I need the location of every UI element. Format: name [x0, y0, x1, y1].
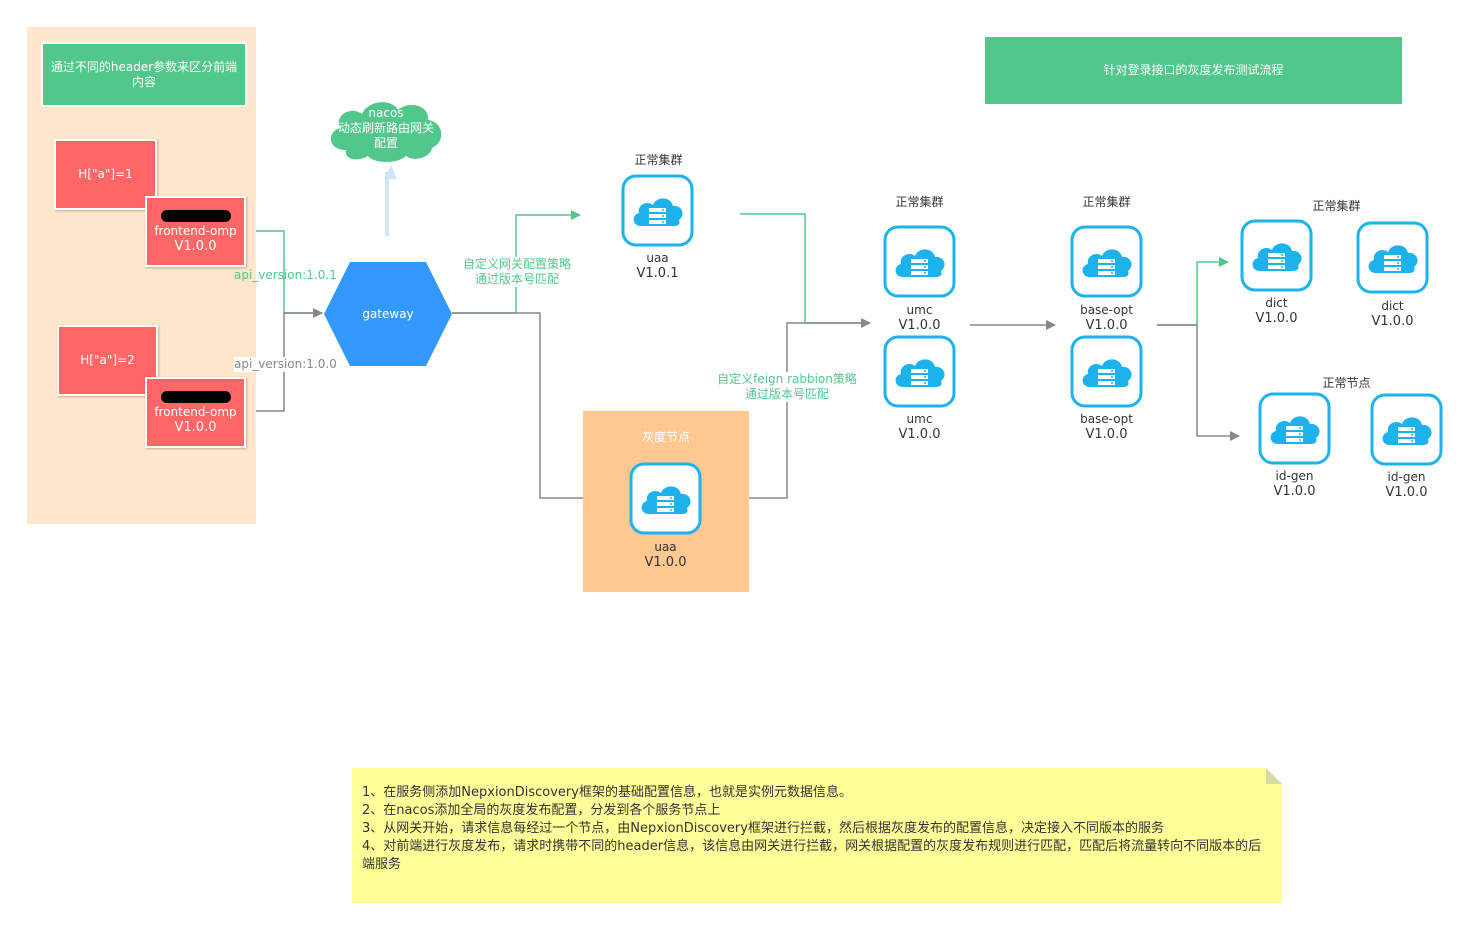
nacos-label-line3: 配置: [373, 136, 398, 150]
note-line-3: 3、从网关开始，请求信息每经过一个节点，由NepxionDiscovery框架进…: [362, 821, 1164, 836]
header-box-2: H["a"]=2: [57, 325, 158, 396]
umc-cluster-title: 正常集群: [895, 195, 944, 209]
note-line-2: 2、在nacos添加全局的灰度发布配置，分发到各个服务节点上: [362, 803, 721, 818]
id-gen-node-2: [1370, 393, 1443, 466]
id-gen-node-2-version: V1.0.0: [1385, 485, 1428, 500]
base-opt-node-2: [1070, 335, 1143, 408]
note-line-4: 4、对前端进行灰度发布，请求时携带不同的header信息，该信息由网关进行拦截，…: [362, 839, 1262, 872]
flow-title: 针对登录接口的灰度发布测试流程: [985, 37, 1402, 104]
uaa-v100-node: [629, 462, 702, 535]
redaction-mark: [160, 209, 231, 222]
gateway-policy-line2: 通过版本号匹配: [474, 272, 559, 286]
header-box-1-label: H["a"]=1: [78, 167, 133, 181]
base-opt-node-1: [1070, 225, 1143, 298]
client-panel-title: 通过不同的header参数来区分前端内容: [41, 42, 247, 107]
umc-node-1-name: umc: [906, 303, 933, 317]
dict-node-1-version: V1.0.0: [1255, 311, 1298, 326]
base-opt-node-2-version: V1.0.0: [1085, 427, 1128, 442]
id-gen-node-1: [1258, 392, 1331, 465]
gateway-node: gateway: [323, 261, 453, 367]
header-box-2-label: H["a"]=2: [80, 353, 135, 367]
cloud-server-icon: [883, 225, 956, 298]
dict-node-1: [1240, 219, 1313, 292]
hexagon-icon: [324, 262, 452, 366]
frontend-box-1-app: frontend-omp: [154, 223, 237, 238]
id-gen-node-1-name: id-gen: [1275, 469, 1314, 483]
base-opt-node-2-name: base-opt: [1080, 412, 1133, 426]
feign-policy-line1: 自定义feign rabbion策略: [717, 372, 857, 386]
dict-node-1-name: dict: [1265, 296, 1288, 310]
base-opt-node-1-name: base-opt: [1080, 303, 1133, 317]
uaa-v101-node: [621, 174, 694, 247]
uaa-normal-cluster-title: 正常集群: [634, 153, 683, 167]
edge-uaa-normal-umc: [740, 213, 870, 324]
dict-cluster-title: 正常集群: [1312, 199, 1361, 213]
id-gen-cluster-title: 正常节点: [1322, 376, 1371, 390]
umc-node-2-name: umc: [906, 412, 933, 426]
flow-title-text: 针对登录接口的灰度发布测试流程: [1103, 63, 1284, 77]
nacos-cloud: nacos 动态刷新路由网关 配置: [322, 92, 450, 164]
cloud-server-icon: [883, 335, 956, 408]
gateway-policy-label: 自定义网关配置策略 通过版本号匹配: [455, 257, 579, 287]
dict-node-2-name: dict: [1381, 299, 1404, 313]
note-line-1: 1、在服务侧添加NepxionDiscovery框架的基础配置信息，也就是实例元…: [362, 785, 852, 800]
uaa-v100-name: uaa: [654, 540, 677, 554]
api-version-label-2: api_version:1.0.0: [234, 357, 337, 372]
base-opt-node-1-version: V1.0.0: [1085, 318, 1128, 333]
umc-node-1-version: V1.0.0: [898, 318, 941, 333]
api-version-label-1: api_version:1.0.1: [234, 268, 337, 282]
dict-node-2: [1356, 221, 1429, 294]
uaa-v100-version: V1.0.0: [644, 555, 687, 570]
nacos-label-line1: nacos: [368, 106, 404, 120]
gateway-policy-line1: 自定义网关配置策略: [462, 257, 571, 271]
cloud-server-icon: [1070, 225, 1143, 298]
nacos-label: nacos 动态刷新路由网关 配置: [322, 106, 450, 151]
frontend-box-2: frontend-omp V1.0.0: [145, 377, 246, 448]
base-opt-cluster-title: 正常集群: [1082, 195, 1131, 209]
explanation-note: 1、在服务侧添加NepxionDiscovery框架的基础配置信息，也就是实例元…: [352, 768, 1282, 903]
cloud-server-icon: [1370, 393, 1443, 466]
frontend-box-2-app: frontend-omp: [154, 404, 237, 419]
cloud-server-icon: [1240, 219, 1313, 292]
id-gen-node-2-name: id-gen: [1387, 470, 1426, 484]
gateway-label: gateway: [362, 307, 414, 321]
gray-node-title: 灰度节点: [641, 430, 690, 444]
feign-policy-label: 自定义feign rabbion策略 通过版本号匹配: [712, 372, 862, 402]
redaction-mark: [160, 390, 231, 403]
frontend-box-1: frontend-omp V1.0.0: [145, 196, 246, 267]
uaa-v101-name: uaa: [646, 251, 669, 265]
cloud-server-icon: [621, 174, 694, 247]
cloud-server-icon: [629, 462, 702, 535]
header-box-1: H["a"]=1: [54, 139, 157, 210]
dict-node-2-version: V1.0.0: [1371, 314, 1414, 329]
cloud-server-icon: [1258, 392, 1331, 465]
cloud-server-icon: [1356, 221, 1429, 294]
nacos-label-line2: 动态刷新路由网关: [337, 121, 434, 135]
feign-policy-line2: 通过版本号匹配: [744, 387, 829, 401]
id-gen-node-1-version: V1.0.0: [1273, 484, 1316, 499]
cloud-server-icon: [1070, 335, 1143, 408]
note-fold-corner: [1266, 768, 1282, 784]
uaa-v101-version: V1.0.1: [636, 266, 679, 281]
umc-node-1: [883, 225, 956, 298]
frontend-box-2-version: V1.0.0: [174, 419, 217, 435]
edge-base-opt-id-gen: [1157, 324, 1240, 441]
edge-base-opt-dict: [1157, 257, 1229, 326]
frontend-box-1-version: V1.0.0: [174, 238, 217, 254]
cloud-icon: [330, 102, 442, 162]
umc-node-2-version: V1.0.0: [898, 427, 941, 442]
client-panel-title-text: 通过不同的header参数来区分前端内容: [50, 59, 238, 89]
umc-node-2: [883, 335, 956, 408]
